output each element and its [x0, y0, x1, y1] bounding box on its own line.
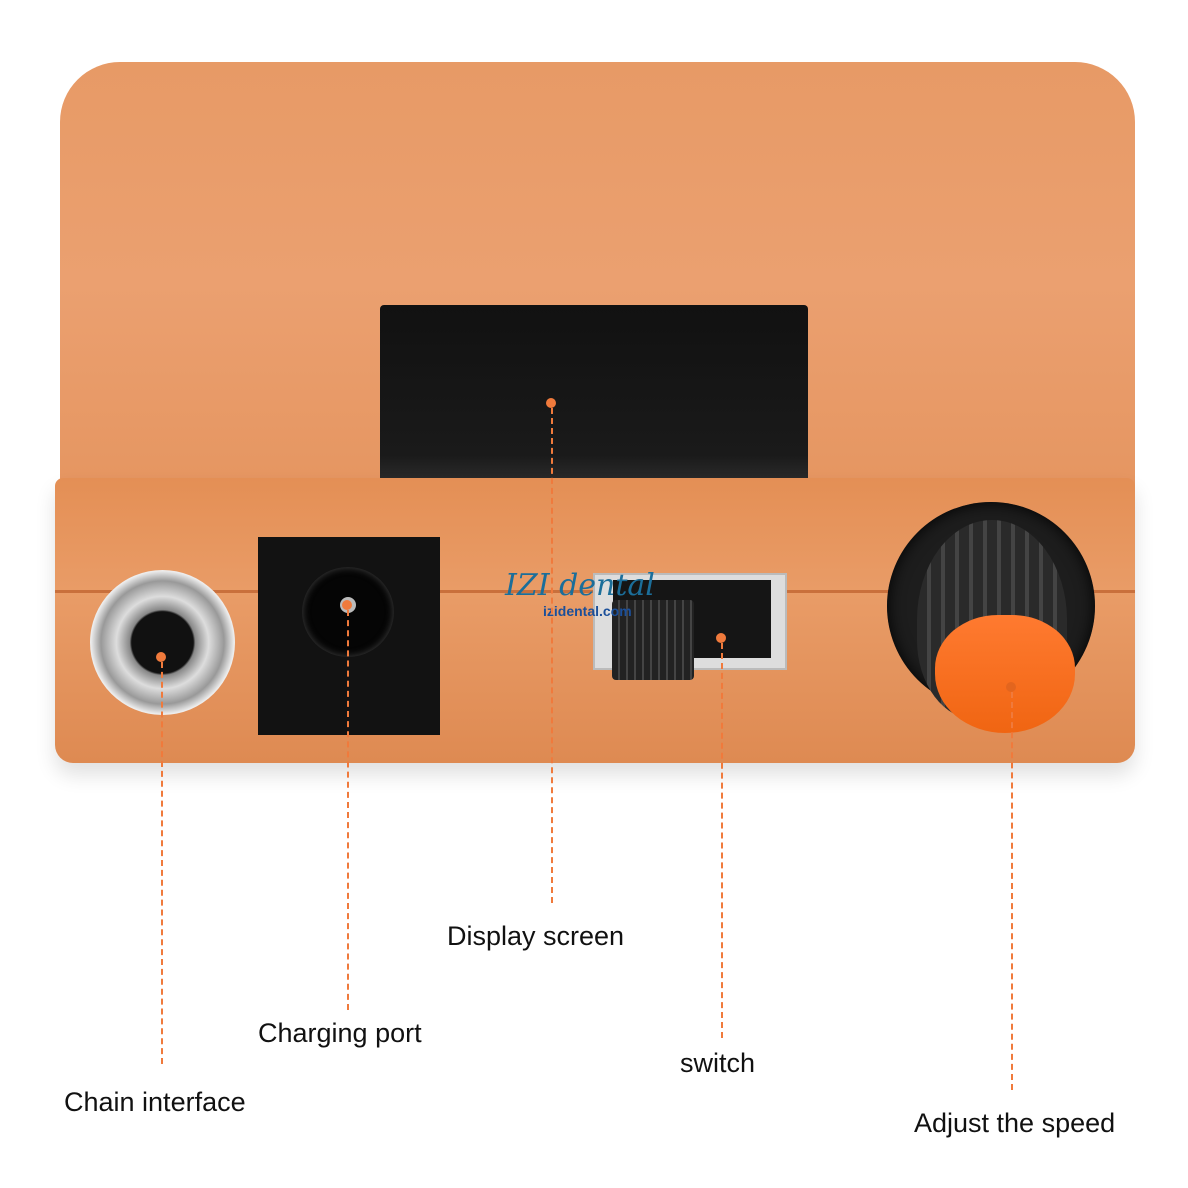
- callout-dot-speed: [1006, 682, 1016, 692]
- display-screen: [380, 305, 808, 493]
- watermark: IZI dental izidental.com: [505, 568, 655, 619]
- callout-dot-chain: [156, 652, 166, 662]
- speed-knob-cap: [935, 615, 1075, 733]
- callout-dot-switch: [716, 633, 726, 643]
- callout-line-chain: [161, 662, 163, 1064]
- callout-line-display: [551, 408, 553, 903]
- switch-slider: [612, 600, 694, 680]
- label-adjust-speed: Adjust the speed: [914, 1108, 1116, 1138]
- label-switch: switch: [680, 1048, 756, 1078]
- callout-line-charging: [347, 610, 349, 1010]
- callout-line-speed: [1011, 692, 1013, 1090]
- label-chain-interface: Chain interface: [64, 1087, 246, 1117]
- watermark-url: izidental.com: [543, 603, 632, 619]
- label-charging-port: Charging port: [258, 1018, 422, 1048]
- watermark-logo: IZI dental: [505, 568, 655, 603]
- label-display-screen: Display screen: [447, 921, 625, 951]
- callout-dot-display: [546, 398, 556, 408]
- callout-line-switch: [721, 643, 723, 1038]
- callout-dot-charging: [342, 600, 352, 610]
